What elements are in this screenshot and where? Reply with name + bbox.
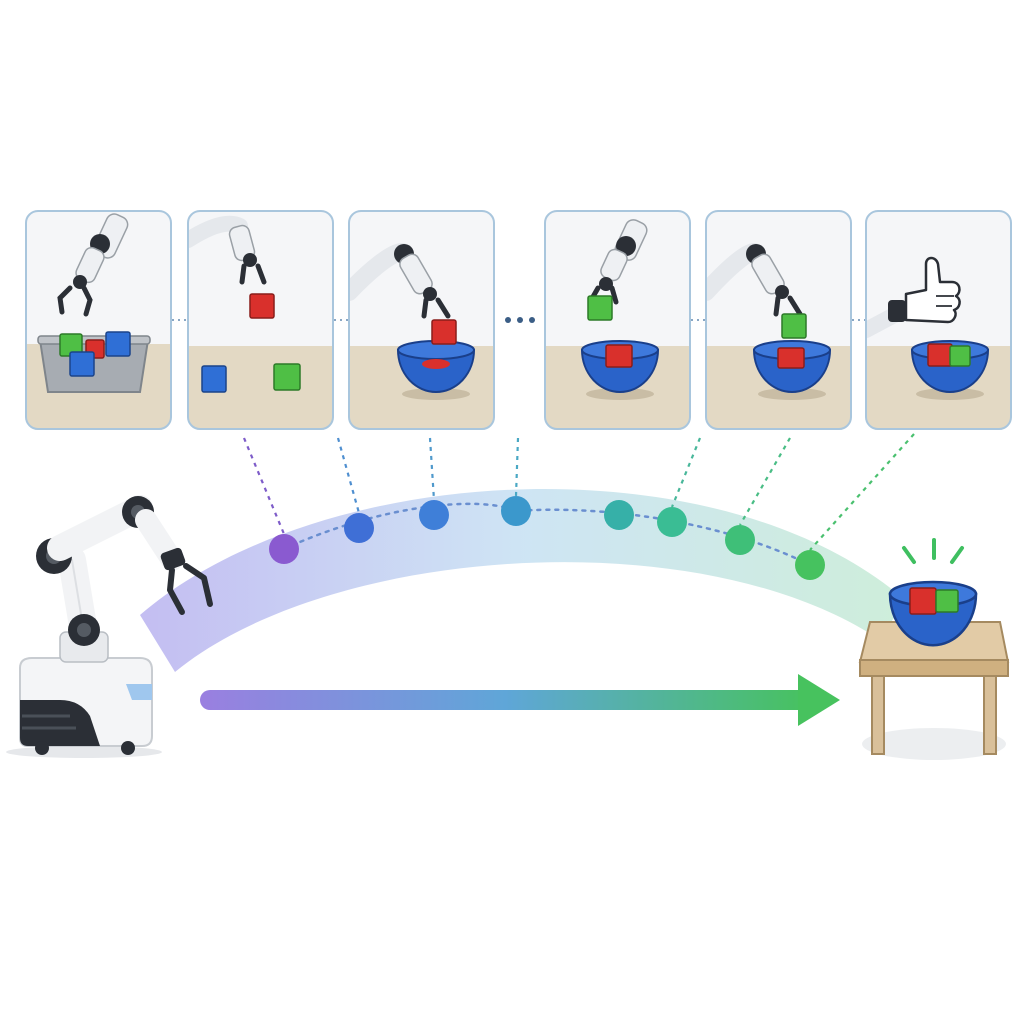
bowl-icon: [888, 580, 978, 647]
cube-icon: [781, 313, 807, 339]
bowl-icon: [910, 340, 990, 400]
cube-icon: [431, 319, 457, 345]
connector-1: [242, 437, 286, 535]
bowl-icon: [752, 340, 832, 400]
cube-icon: [59, 331, 131, 377]
sparkle-icon: [902, 538, 964, 564]
waypoint-4: [501, 496, 531, 526]
trajectory-band: [140, 489, 905, 672]
connector-6: [739, 437, 791, 526]
waypoint-path: [282, 502, 812, 567]
waypoint-6: [657, 507, 687, 537]
connector-2: [336, 437, 361, 514]
waypoint-3: [419, 500, 449, 530]
step-panel-task-complete: [865, 210, 1012, 430]
robot-arm-icon: [706, 243, 803, 317]
step-panel-lift-red-cube: [187, 210, 334, 430]
waypoint-2: [344, 513, 374, 543]
connector-4: [514, 437, 520, 497]
waypoint-8: [795, 550, 825, 580]
goal-table-icon: [858, 538, 1010, 760]
step-panel-place-green-cube: [705, 210, 852, 430]
robot-arm-icon: [57, 213, 129, 317]
step-panel-reach-into-tray: [25, 210, 172, 430]
progress-arrow-icon: [200, 674, 840, 726]
waypoint-group: [269, 496, 825, 580]
step-panel-pick-green-cube: [544, 210, 691, 430]
cube-icon: [587, 295, 613, 321]
thumbs-up-icon: [866, 256, 961, 338]
mobile-manipulator-robot-icon: [6, 495, 213, 758]
waypoint-7: [725, 525, 755, 555]
bowl-icon: [396, 340, 476, 400]
connector-7: [809, 433, 915, 551]
waypoint-5: [604, 500, 634, 530]
panel-connectors: [242, 433, 915, 551]
waypoint-1: [269, 534, 299, 564]
step-panel-place-red-cube: [348, 210, 495, 430]
bowl-icon: [580, 340, 660, 400]
robot-arm-icon: [349, 243, 451, 319]
connector-5: [670, 437, 702, 508]
cube-icon: [201, 293, 301, 393]
ellipsis-icon: [505, 317, 535, 323]
robot-arm-icon: [188, 215, 267, 285]
connector-3: [428, 437, 436, 501]
robot-arm-icon: [587, 219, 648, 305]
